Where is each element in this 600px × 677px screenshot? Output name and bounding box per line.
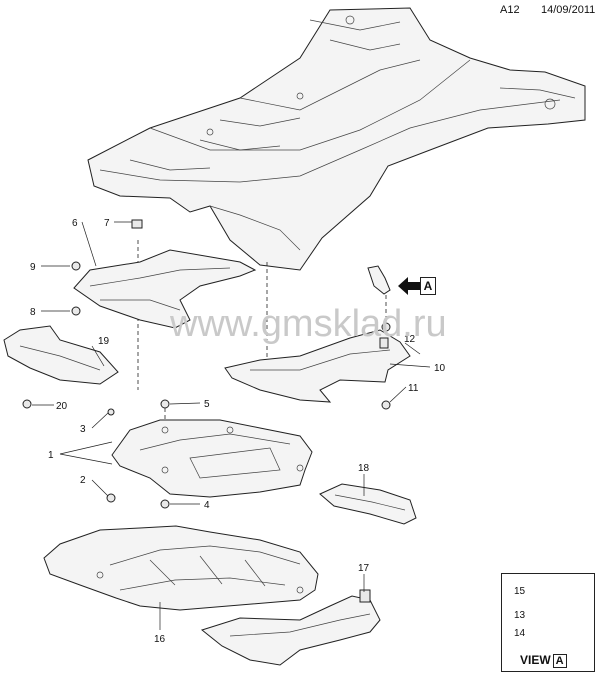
part-19-splash-shield xyxy=(3,325,119,385)
part-6-heat-shield xyxy=(73,219,257,329)
part-16-underbody-panel xyxy=(43,525,319,611)
callout-4: 4 xyxy=(204,500,210,511)
callout-16: 16 xyxy=(154,634,166,645)
callout-9: 9 xyxy=(30,262,36,273)
callout-11: 11 xyxy=(408,383,419,394)
callout-20: 20 xyxy=(56,401,68,412)
diagram-date: 14/09/2011 xyxy=(541,4,596,16)
part-17-rear-panel xyxy=(200,589,381,666)
callout-3: 3 xyxy=(80,424,86,435)
view-a-letter: A xyxy=(552,654,567,668)
fasteners xyxy=(22,261,391,509)
callout-18: 18 xyxy=(358,463,370,474)
callout-19: 19 xyxy=(98,336,110,347)
callout-5: 5 xyxy=(204,399,210,410)
callout-12: 12 xyxy=(404,334,416,345)
view-arrow-letter: A xyxy=(420,277,436,295)
part-18-bracket xyxy=(319,483,417,525)
callout-1: 1 xyxy=(48,450,54,461)
view-direction-arrow-icon xyxy=(398,277,420,295)
view-callout-15: 15 xyxy=(514,586,526,597)
watermark-text: www.gmsklad.ru xyxy=(169,303,447,345)
callout-6: 6 xyxy=(72,218,78,229)
floor-pan xyxy=(87,7,586,271)
view-callout-13: 13 xyxy=(514,610,526,621)
callout-8: 8 xyxy=(30,307,36,318)
part-10-tunnel-shield xyxy=(224,329,411,403)
callout-17: 17 xyxy=(358,563,370,574)
callout-2: 2 xyxy=(80,475,86,486)
leader-lines xyxy=(32,221,567,631)
diagram-code: A12 xyxy=(500,4,520,16)
part-1-skid-plate xyxy=(111,419,313,498)
view-callout-14: 14 xyxy=(514,628,526,639)
callout-10: 10 xyxy=(434,363,446,374)
callout-7: 7 xyxy=(104,218,110,229)
